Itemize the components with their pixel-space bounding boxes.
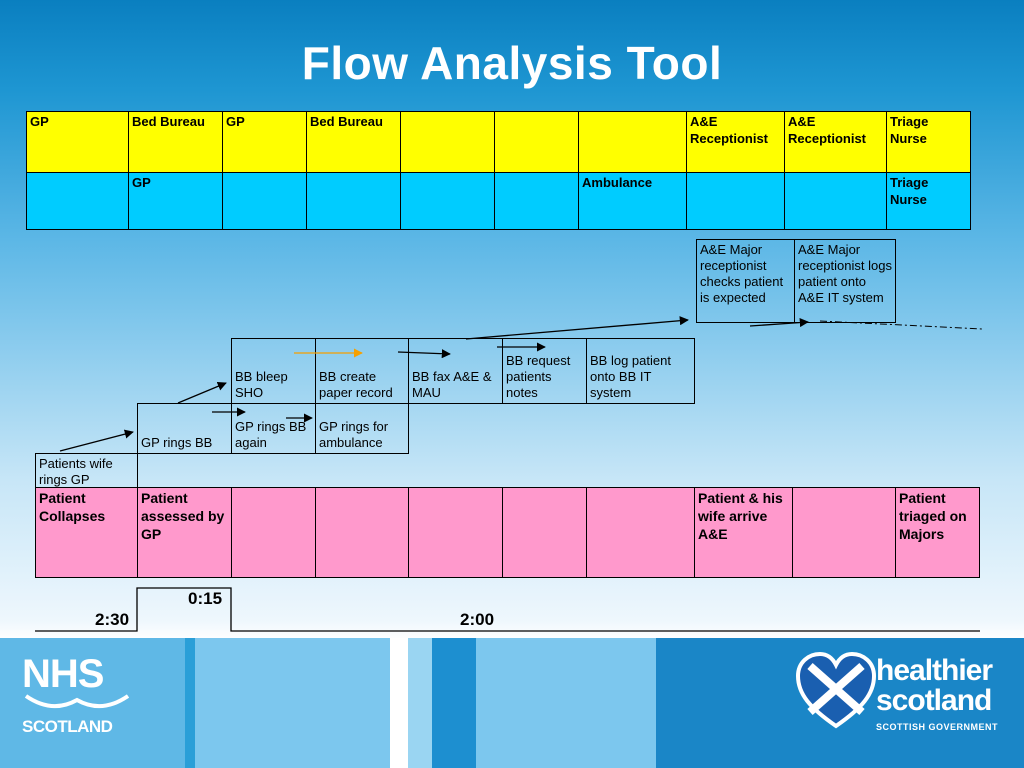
hs-line-2: scotland: [876, 684, 992, 717]
step-ae-checks: A&E Major receptionist checks patient is…: [696, 239, 795, 323]
step-bb-log-patient: BB log patient onto BB IT system: [586, 338, 695, 404]
arrow-fax: [397, 349, 451, 359]
role-cell-r2-c2: GP: [128, 172, 223, 230]
hs-line-1: healthier: [876, 654, 993, 687]
timeline-label-3: 2:00: [460, 610, 495, 629]
role-cell-r1-c7: [578, 111, 687, 173]
milestone-cell-9: [792, 487, 896, 578]
step-bb-log-patient-label: BB log patient onto BB IT system: [590, 353, 671, 400]
role-cell-r1-c9: A&E Receptionist: [784, 111, 887, 173]
milestone-cell-6: [502, 487, 587, 578]
role-cell-r2-c7: Ambulance: [578, 172, 687, 230]
role-cell-r1-c1: GP: [26, 111, 129, 173]
role-cell-r2-c1: [26, 172, 129, 230]
footer-band-4: [408, 638, 432, 768]
role-cell-r2-c5: [400, 172, 495, 230]
footer-band-2: [195, 638, 390, 768]
milestone-cell-1: Patient Collapses: [35, 487, 138, 578]
footer-band-6: [476, 638, 656, 768]
arrow-wife-to-gp: [59, 429, 134, 452]
step-bb-bleep-sho-label: BB bleep SHO: [235, 369, 288, 400]
arrow-to-ae-logs: [749, 318, 809, 328]
step-ae-logs: A&E Major receptionist logs patient onto…: [794, 239, 896, 323]
arrow-gp-to-bleep: [177, 381, 227, 404]
step-gp-rings-bb-label: GP rings BB: [141, 435, 213, 450]
role-cell-r1-c10: Triage Nurse: [886, 111, 971, 173]
milestone-cell-7: [586, 487, 695, 578]
footer-band-5: [432, 638, 476, 768]
saltire-heart-icon: [796, 651, 876, 729]
role-cell-r2-c4: [306, 172, 401, 230]
role-cell-r2-c8: [686, 172, 785, 230]
hs-line-3: SCOTTISH GOVERNMENT: [876, 722, 999, 732]
role-cell-r2-c10: Triage Nurse: [886, 172, 971, 230]
role-cell-r1-c3: GP: [222, 111, 307, 173]
nhs-logo-subtext: SCOTLAND: [22, 717, 113, 736]
dashed-continuation: [819, 320, 984, 330]
healthier-scotland-logo: healthier scotland SCOTTISH GOVERNMENT: [876, 654, 999, 733]
footer-band-3: [390, 638, 408, 768]
thistle-swoosh-icon: [24, 694, 130, 708]
timeline-label-1: 2:30: [95, 610, 130, 629]
timeline-line: [35, 587, 980, 632]
milestone-cell-2: Patient assessed by GP: [137, 487, 232, 578]
nhs-logo-text: NHS: [22, 652, 104, 696]
footer-band-1: [0, 638, 185, 768]
step-bb-fax: BB fax A&E & MAU: [408, 338, 503, 404]
role-cell-r2-c6: [494, 172, 579, 230]
step-bb-request-notes-label: BB request patients notes: [506, 353, 571, 400]
milestone-cell-5: [408, 487, 503, 578]
footer-banner: NHS SCOTLAND healthier scotland SCOTTISH…: [0, 638, 1024, 768]
step-gp-rings-ambulance: GP rings for ambulance: [315, 403, 409, 454]
nhs-scotland-logo: NHS SCOTLAND: [22, 652, 130, 736]
step-gp-rings-ambulance-label: GP rings for ambulance: [319, 419, 389, 450]
arrow-to-ae-checks: [465, 316, 689, 340]
step-gp-rings-bb-again-label: GP rings BB again: [235, 419, 307, 450]
role-cell-r1-c8: A&E Receptionist: [686, 111, 785, 173]
step-bb-fax-label: BB fax A&E & MAU: [412, 369, 492, 400]
milestone-cell-10: Patient triaged on Majors: [895, 487, 980, 578]
timeline-label-2: 0:15: [188, 589, 223, 608]
step-bb-create-record-label: BB create paper record: [319, 369, 393, 400]
step-gp-rings-bb-again: GP rings BB again: [231, 403, 316, 454]
milestone-cell-3: [231, 487, 316, 578]
slide-title: Flow Analysis Tool: [301, 37, 723, 89]
